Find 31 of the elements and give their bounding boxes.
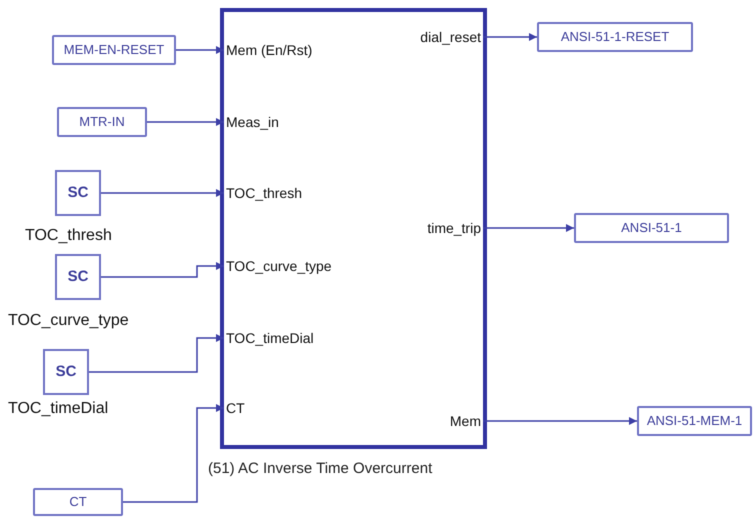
signal-tag: MEM-EN-RESET — [52, 35, 176, 65]
block-caption: TOC_curve_type — [8, 311, 129, 331]
port-label: Meas_in — [224, 112, 374, 132]
connector-arrow — [483, 33, 537, 41]
connector-arrow — [101, 262, 224, 278]
source-block: SC — [43, 349, 89, 395]
source-block: SC — [55, 254, 101, 300]
port-label: TOC_curve_type — [224, 256, 374, 276]
port-label: TOC_timeDial — [224, 328, 374, 348]
connector-arrow — [176, 46, 224, 54]
port-label: dial_reset — [373, 27, 483, 47]
signal-tag: CT — [33, 488, 123, 516]
port-label: CT — [224, 398, 374, 418]
connector-arrow — [89, 334, 224, 373]
signal-tag: ANSI-51-MEM-1 — [637, 406, 752, 436]
connector-arrow — [147, 118, 224, 126]
connector-arrow — [483, 224, 574, 232]
signal-tag: ANSI-51-1 — [574, 213, 729, 243]
block-caption: TOC_timeDial — [8, 399, 108, 419]
port-label: Mem (En/Rst) — [224, 40, 374, 60]
block-title: (51) AC Inverse Time Overcurrent — [208, 459, 432, 479]
signal-tag: ANSI-51-1-RESET — [537, 22, 693, 52]
connector-arrow — [483, 417, 637, 425]
signal-tag: MTR-IN — [57, 107, 147, 137]
connector-arrow — [123, 404, 224, 503]
connector-arrow — [101, 189, 224, 197]
source-block: SC — [55, 170, 101, 216]
port-label: Mem — [373, 411, 483, 431]
port-label: TOC_thresh — [224, 183, 374, 203]
port-label: time_trip — [373, 218, 483, 238]
block-caption: TOC_thresh — [25, 226, 112, 246]
